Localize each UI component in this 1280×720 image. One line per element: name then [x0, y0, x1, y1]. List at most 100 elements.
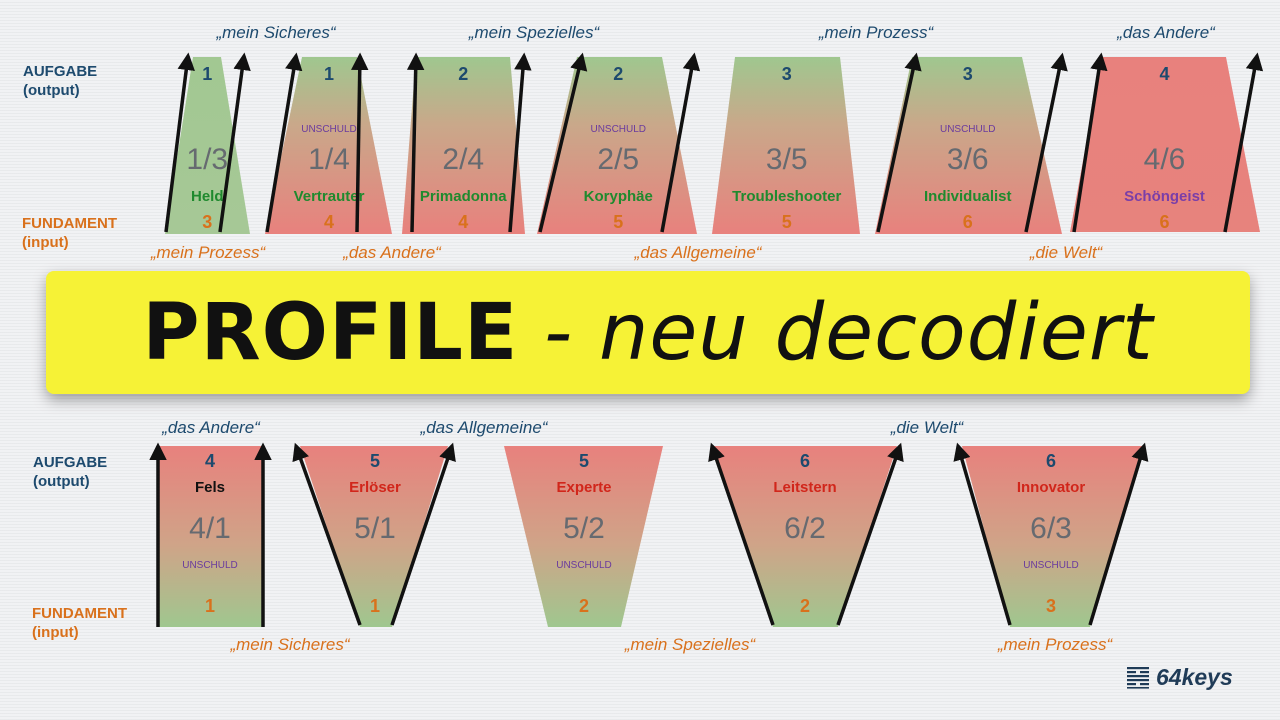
profile-name: Troubleshooter [732, 188, 841, 205]
profile-name: Innovator [1017, 479, 1085, 496]
profile-top-line-number: 1 [202, 64, 212, 84]
unschuld-label: UNSCHULD [182, 560, 238, 571]
profile-shape [504, 446, 663, 627]
arrow-line [660, 52, 701, 233]
profile-shape [165, 57, 250, 234]
arrow-line [1024, 52, 1068, 233]
profile-ratio: 5/1 [354, 512, 396, 545]
arrow-line [351, 52, 369, 233]
arrow-line [390, 442, 456, 626]
profile-name: Erlöser [349, 479, 401, 496]
arrow-line [953, 442, 1012, 626]
arrow-line [1088, 442, 1149, 626]
arrow-line [218, 52, 251, 233]
profile-shape [300, 446, 448, 627]
profile-ratio: 3/5 [766, 143, 808, 176]
profile-bottom-line-number: 6 [963, 212, 973, 232]
profile-top-line-number: 5 [579, 451, 589, 471]
top-quote-below: „das Andere“ [342, 243, 442, 262]
profile-ratio: 1/3 [186, 143, 228, 176]
profile-top-line-number: 6 [800, 451, 810, 471]
bottom-quote-below: „mein Prozess“ [997, 635, 1114, 654]
profile-top-line-number: 1 [324, 64, 334, 84]
profile-bottom-line-number: 4 [324, 212, 334, 232]
profile-shape [875, 57, 1062, 234]
arrow-line [508, 52, 532, 233]
top-input-label: (input) [22, 234, 69, 251]
profile-bottom-line-number: 6 [1159, 212, 1169, 232]
arrow-line [164, 52, 195, 233]
unschuld-label: UNSCHULD [301, 124, 357, 135]
bottom-profiles-group: 44/1FelsUNSCHULD155/1Erlöser155/2Experte… [149, 442, 1149, 627]
profile-bottom-line-number: 2 [579, 596, 589, 616]
arrow-line [1223, 52, 1264, 233]
profile-name: Leitstern [773, 479, 836, 496]
profile-bottom-line-number: 2 [800, 596, 810, 616]
unschuld-label: UNSCHULD [1023, 560, 1079, 571]
profile-ratio: 3/6 [947, 143, 989, 176]
arrow-line [876, 52, 922, 233]
top-quote-above: „das Andere“ [1116, 23, 1216, 42]
bottom-quote-below: „mein Spezielles“ [624, 635, 757, 654]
bottom-quote-above: „die Welt“ [890, 418, 965, 437]
profile-ratio: 4/1 [189, 512, 231, 545]
brand-logo: 64keys [1126, 662, 1233, 692]
bottom-quote-below: „mein Sicheres“ [229, 635, 350, 654]
profile-shape [1070, 57, 1260, 232]
arrow-line [708, 442, 775, 626]
arrow-line [1072, 52, 1108, 233]
profile-shape [402, 57, 525, 234]
profile-bottom-line-number: 3 [202, 212, 212, 232]
profile-top-line-number: 4 [1159, 64, 1169, 84]
profile-ratio: 2/5 [597, 143, 639, 176]
arrow-line [406, 52, 425, 233]
profile-name: Individualist [924, 188, 1012, 205]
banner-title: PROFILE - neu decodiert [142, 294, 1153, 372]
profile-name: Held [191, 188, 224, 205]
bottom-quote-above: „das Allgemeine“ [420, 418, 549, 437]
profile-name: Koryphäe [584, 188, 653, 205]
profile-top-line-number: 4 [205, 451, 215, 471]
profile-name: Vertrauter [294, 188, 365, 205]
logo-text: 64keys [1156, 663, 1233, 690]
profile-top-line-number: 6 [1046, 451, 1056, 471]
profile-name: Schöngeist [1124, 188, 1205, 205]
profile-name: Primadonna [420, 188, 507, 205]
unschuld-label: UNSCHULD [940, 124, 996, 135]
top-quote-above: „mein Sicheres“ [215, 23, 336, 42]
unschuld-label: UNSCHULD [590, 124, 646, 135]
profile-bottom-line-number: 1 [370, 596, 380, 616]
profile-ratio: 2/4 [442, 143, 484, 176]
top-output-label: (output) [23, 82, 80, 99]
profile-shape [712, 57, 860, 234]
profile-shape [962, 446, 1142, 627]
profile-bottom-line-number: 1 [205, 596, 215, 616]
bottom-fundament-label: FUNDAMENT [32, 605, 127, 622]
profile-name: Experte [556, 479, 611, 496]
arrow-line [538, 52, 588, 233]
profile-top-line-number: 2 [458, 64, 468, 84]
profile-top-line-number: 3 [782, 64, 792, 84]
profile-top-line-number: 2 [613, 64, 623, 84]
profile-ratio: 1/4 [308, 143, 350, 176]
bottom-quote-above: „das Andere“ [161, 418, 261, 437]
title-banner: PROFILE - neu decodiert [46, 271, 1250, 394]
arrow-line [836, 442, 904, 626]
top-aufgabe-label: AUFGABE [23, 63, 97, 80]
unschuld-label: UNSCHULD [556, 560, 612, 571]
profile-name: Fels [195, 479, 225, 496]
profile-bottom-line-number: 4 [458, 212, 468, 232]
bottom-input-label: (input) [32, 624, 79, 641]
profile-ratio: 6/2 [784, 512, 826, 545]
top-quote-above: „mein Spezielles“ [468, 23, 601, 42]
top-quote-below: „das Allgemeine“ [634, 243, 763, 262]
profile-ratio: 6/3 [1030, 512, 1072, 545]
